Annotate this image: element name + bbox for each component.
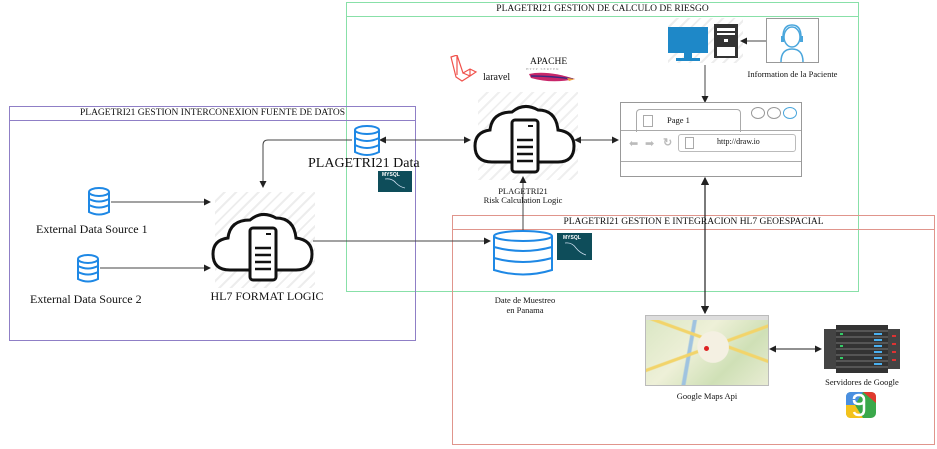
apache-label: APACHE: [530, 57, 568, 67]
url-text: http://draw.io: [717, 137, 760, 146]
desktop-computer-icon: [668, 24, 738, 61]
reload-icon[interactable]: ↻: [663, 137, 673, 149]
person-icon: [780, 24, 804, 63]
browser-window-button-1[interactable]: [751, 107, 765, 119]
google-servers-label: Servidores de Google: [825, 377, 899, 387]
page-icon: [643, 115, 653, 127]
google-logo-icon: [846, 392, 876, 418]
google-maps-thumbnail[interactable]: [645, 315, 769, 386]
browser-window-button-2[interactable]: [767, 107, 781, 119]
browser-window[interactable]: Page 1 ⬅ ➡ ↻ http://draw.io: [620, 102, 802, 177]
risk-logic-label-1: PLAGETRI21: [498, 186, 548, 196]
mysql-badge-text: MYSQL: [382, 172, 400, 178]
ext1-label: External Data Source 1: [36, 222, 148, 236]
ext2-db-icon: [77, 254, 99, 283]
group-interconexion-title: PLAGETRI21 GESTION INTERCONEXION FUENTE …: [10, 107, 415, 121]
muestreo-db-icon: [493, 230, 553, 276]
back-arrow-icon[interactable]: ⬅: [629, 138, 639, 150]
google-maps-label: Google Maps Api: [676, 391, 738, 401]
risk-cloud-server-icon: [473, 105, 576, 174]
apache-sublabel: HTTP SERVER: [526, 67, 560, 71]
muestreo-label-1: Date de Muestreo: [494, 295, 556, 305]
browser-content-divider: [621, 161, 801, 162]
hl7-label: HL7 FORMAT LOGIC: [210, 289, 324, 303]
paciente-label: Information de la Paciente: [747, 69, 838, 79]
muestreo-mysql-badge-text: MYSQL: [563, 235, 581, 241]
hl7-cloud-server-icon: [211, 213, 314, 282]
apache-feather-icon: [529, 72, 575, 82]
muestreo-mysql-badge: MYSQL: [557, 233, 592, 260]
plagetri-data-label: PLAGETRI21 Data: [308, 156, 420, 171]
url-bar[interactable]: http://draw.io: [678, 134, 796, 152]
group-geoespacial: PLAGETRI21 GESTION E INTEGRACION HL7 GEO…: [452, 215, 935, 445]
browser-tab[interactable]: Page 1: [636, 109, 741, 132]
risk-logic-label-2: Risk Calculation Logic: [483, 195, 563, 205]
group-calculo-title: PLAGETRI21 GESTION DE CALCULO DE RIESGO: [347, 3, 858, 17]
laravel-label: laravel: [483, 72, 511, 83]
server-rack-icon: [824, 325, 900, 373]
browser-tab-label: Page 1: [667, 115, 690, 125]
mysql-dolphin-icon: [564, 242, 587, 256]
paciente-box: [766, 18, 819, 63]
browser-toolbar-divider: [621, 130, 801, 131]
plagetri-mysql-badge: MYSQL: [378, 171, 412, 192]
plagetri-data-db-icon: [354, 125, 380, 156]
browser-window-button-3[interactable]: [783, 107, 797, 119]
muestreo-label-2: en Panama: [506, 305, 544, 315]
map-pin-icon: [704, 346, 709, 351]
group-interconexion: PLAGETRI21 GESTION INTERCONEXION FUENTE …: [9, 106, 416, 341]
forward-arrow-icon[interactable]: ➡: [645, 138, 655, 150]
ext1-db-icon: [88, 187, 110, 216]
map-toolbar: [646, 316, 768, 320]
laravel-icon: [450, 54, 478, 82]
mysql-dolphin-icon: [384, 178, 406, 189]
ext2-label: External Data Source 2: [30, 292, 142, 306]
laravel-logo: [448, 54, 488, 85]
group-geoespacial-title: PLAGETRI21 GESTION E INTEGRACION HL7 GEO…: [453, 216, 934, 230]
url-page-icon: [685, 137, 694, 149]
